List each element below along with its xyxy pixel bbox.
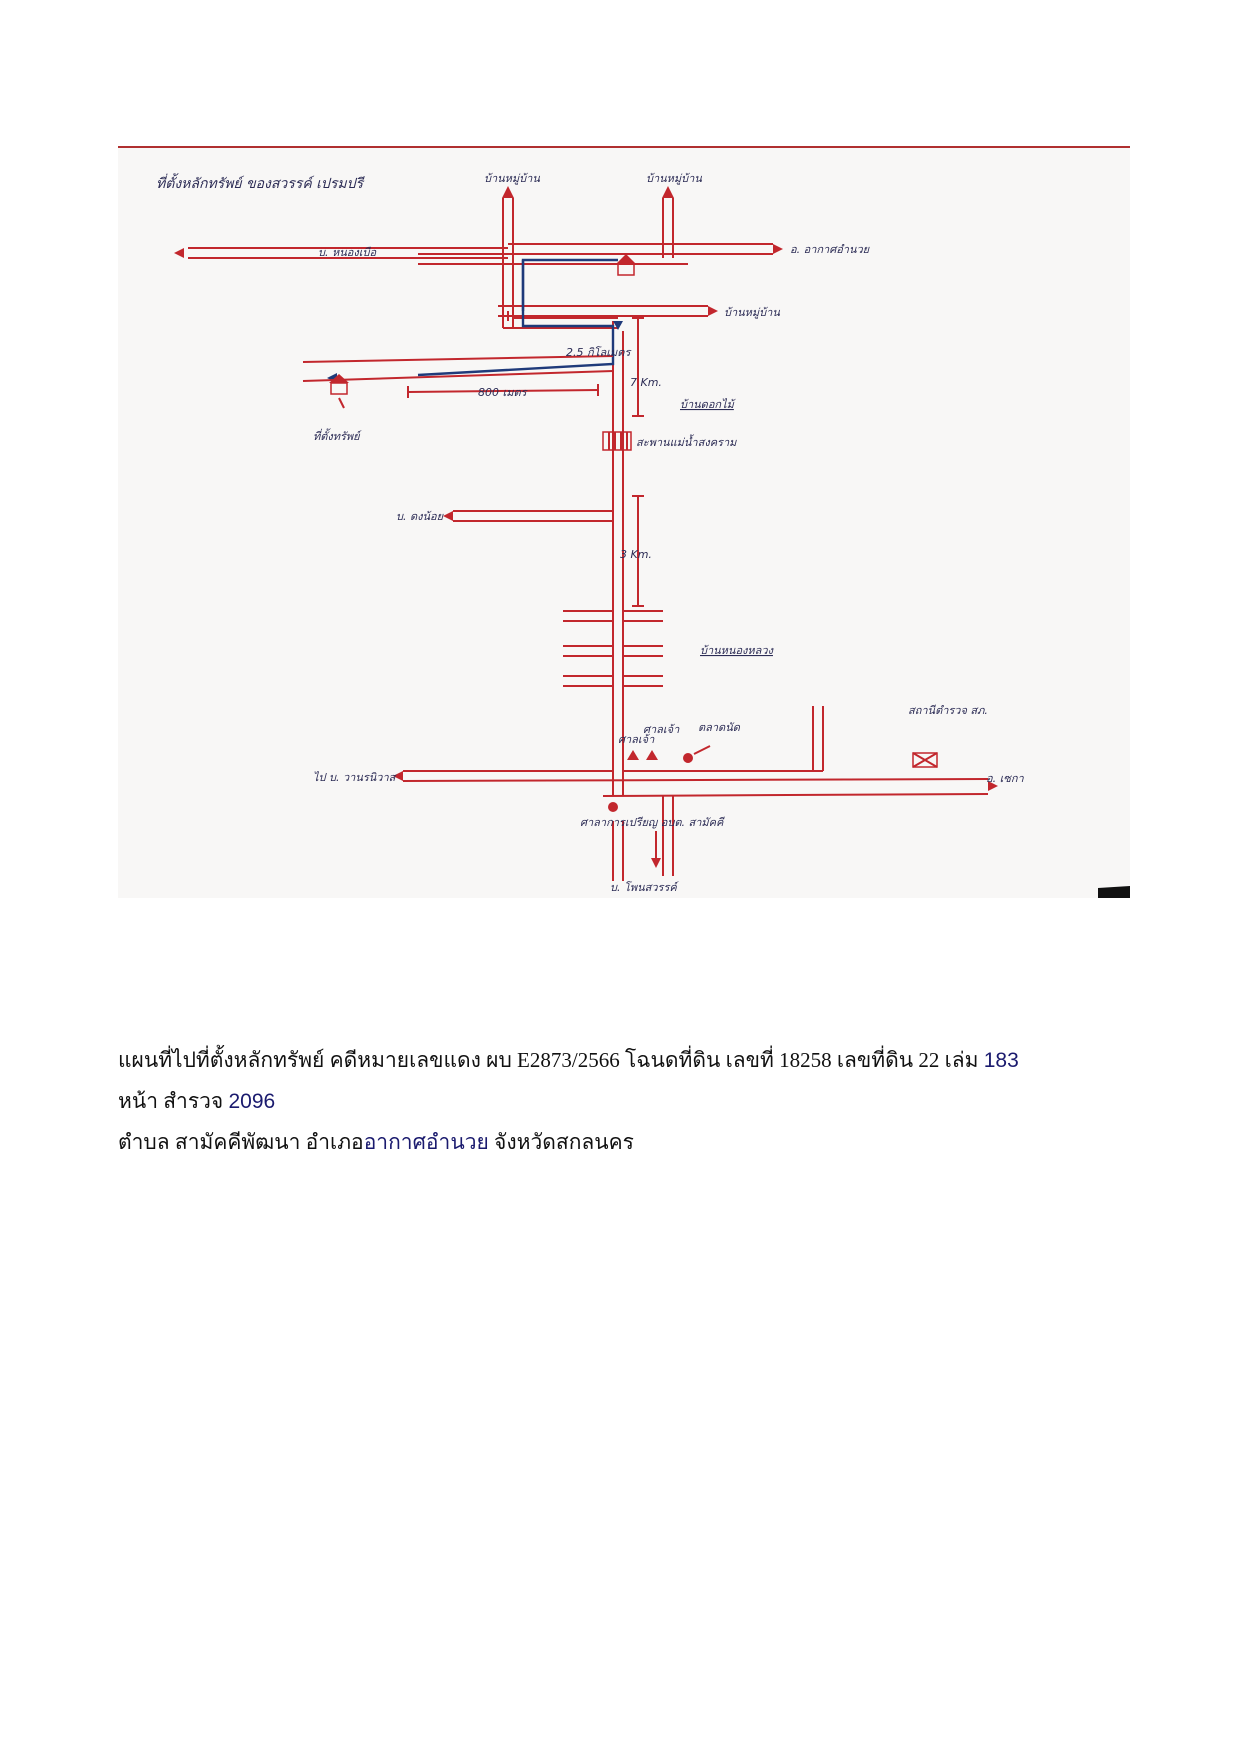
landmarks [608,745,938,812]
bridge [602,431,632,451]
label-ban-dok-mai: บ้านดอกไม้ [680,398,736,411]
label-school: ศาลาการเปรียญ อบต. สามัคคี [580,816,725,829]
caption-line-3: ตำบล สามัคคีพัฒนา อำเภออากาศอำนวย จังหวั… [118,1122,1128,1163]
label-distance-3: 3 Km. [620,548,652,561]
top-vertical-roads [502,186,674,329]
map-corner-shadow [1098,886,1130,898]
temple-left-marker [627,750,639,760]
label-distance-2-5: 2.5 กิโลเมตร [566,346,632,359]
label-temple-right: ศาลเจ้า [643,723,680,736]
label-ban-mu-ban-3: บ้านหมู่บ้าน [724,306,780,319]
dong-noi-road [443,510,613,522]
bottom-road [393,706,998,876]
caption-province: จังหวัดสกลนคร [488,1130,634,1154]
label-ban-mu-ban-2: บ้านหมู่บ้าน [646,172,702,185]
temple-right-marker [646,750,658,760]
police-marker [912,752,938,768]
label-to-sekha: อ. เซกา [986,772,1024,785]
label-to-phon-sawan: บ. โพนสวรรค์ [610,881,680,894]
caption-line-1: แผนที่ไปที่ตั้งหลักทรัพย์ คดีหมายเลขแดง … [118,1040,1128,1081]
label-temple-left: ศาลเจ้า [618,733,655,746]
label-to-wanon: ไป บ. วานรนิวาส [313,771,398,784]
blue-route [327,258,623,383]
distance-markers [632,317,644,607]
house-property [329,374,349,409]
map-caption: แผนที่ไปที่ตั้งหลักทรัพย์ คดีหมายเลขแดง … [118,1040,1128,1163]
property-road [302,355,614,398]
label-bridge: สะพานแม่น้ำสงคราม [636,434,737,449]
label-ban-dong-noi: บ. ดงน้อย [396,510,445,523]
house-top [616,254,636,276]
label-ban-nong-phue: บ. หนองเบือ [318,246,376,259]
caption-line-2: หน้า สำรวจ 2096 [118,1081,1128,1122]
market-marker [683,753,693,763]
caption-deed-info: แผนที่ไปที่ตั้งหลักทรัพย์ คดีหมายเลขแดง … [118,1048,984,1072]
map-title: ที่ตั้งหลักทรัพย์ ของสวรรค์ เปรมปรี [156,173,365,192]
caption-page-label: หน้า สำรวจ [118,1089,229,1113]
caption-district: อากาศอำนวย [363,1131,489,1154]
label-distance-7: 7 Km. [630,376,662,389]
label-ban-mu-ban-1: บ้านหมู่บ้าน [484,172,540,185]
caption-subdistrict: ตำบล สามัคคีพัฒนา อำเภอ [118,1130,364,1154]
label-market: ตลาดนัด [698,721,741,734]
label-property-location: ที่ตั้งทรัพย์ [313,428,363,443]
label-police: สถานีตำรวจ สภ. [908,704,988,717]
map-svg: ที่ตั้งหลักทรัพย์ ของสวรรค์ เปรมปรี [118,146,1130,898]
caption-survey-number: 2096 [228,1090,276,1113]
village-streets [563,610,663,687]
top-roads [174,243,783,321]
hand-drawn-map: ที่ตั้งหลักทรัพย์ ของสวรรค์ เปรมปรี [118,146,1130,898]
main-road [612,321,624,881]
label-ban-nong-luang: บ้านหนองหลวง [700,644,775,657]
caption-book-number: 183 [983,1049,1019,1072]
school-marker [608,802,618,812]
label-distance-800: 800 เมตร [478,386,529,399]
label-akat-amnuai: อ. อากาศอำนวย [790,243,871,256]
